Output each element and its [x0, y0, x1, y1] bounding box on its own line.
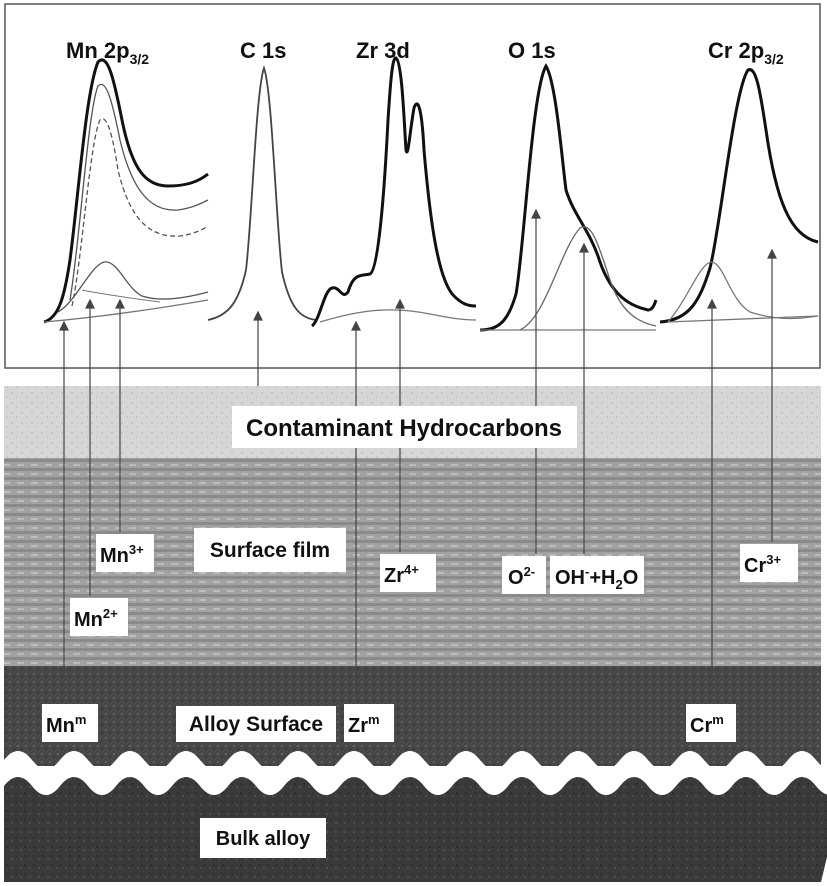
oh-label: OH-+H2O	[555, 564, 638, 592]
zr4-label-box	[380, 554, 436, 592]
cr3-label: Cr3+	[744, 552, 781, 577]
spectra-curves	[43, 56, 819, 332]
mnm-label: Mnm	[46, 712, 86, 737]
bulk-alloy-label: Bulk alloy	[216, 828, 311, 850]
mnm-label-box	[42, 704, 98, 742]
cr3-label-box	[740, 544, 798, 582]
cr-component-curve	[667, 261, 819, 323]
zrm-label-box	[344, 704, 394, 742]
alloy-surface-label: Alloy Surface	[189, 713, 323, 736]
mn3-label-box	[96, 534, 154, 572]
pointer-c-arrowhead	[253, 310, 263, 321]
mn-baseline	[43, 299, 209, 323]
pointer-mn-metal-arrowhead	[59, 320, 69, 331]
bulk-alloy-label-box	[200, 818, 326, 858]
oh-label-box	[550, 556, 644, 594]
zr-spectrum-label: Zr 3d	[356, 38, 410, 63]
mn-component-curve-3	[57, 261, 209, 313]
o1s-envelope-curve	[479, 63, 658, 332]
pointer-lines	[59, 208, 777, 702]
c1s-curve	[207, 65, 317, 321]
o2-label-box	[502, 556, 546, 594]
alloy-surface-layer	[4, 666, 821, 766]
o1s-component-curve	[519, 226, 657, 331]
pointer-cr-metal-arrowhead	[707, 298, 717, 309]
mn-envelope-curve	[43, 58, 209, 324]
zr-baseline	[319, 309, 477, 323]
pointer-zr4-arrowhead	[395, 298, 405, 309]
crm-label: Crm	[690, 712, 724, 737]
mn3-label: Mn3+	[100, 542, 144, 567]
pointer-mn3-arrowhead	[115, 298, 125, 309]
alloy-surface-label-box	[176, 706, 336, 742]
pointer-cr3-arrowhead	[767, 248, 777, 259]
crm-label-box	[686, 704, 736, 742]
surface-film-label-box	[194, 528, 346, 572]
o2-label: O2-	[508, 564, 535, 589]
contaminant-label-box	[232, 406, 577, 448]
mn2-label: Mn2+	[74, 606, 118, 631]
surface-film-label: Surface film	[210, 539, 330, 562]
mn-component-curve-2	[71, 118, 209, 307]
cr-envelope-curve	[659, 68, 819, 324]
wavy-gap	[0, 751, 827, 795]
mn-component-curve-1	[69, 83, 209, 301]
mn-spectrum-label: Mn 2p3/2	[66, 38, 149, 67]
mn2-label-box	[70, 598, 128, 636]
c-spectrum-label: C 1s	[240, 38, 286, 63]
o-spectrum-label: O 1s	[508, 38, 556, 63]
bulk-alloy-layer	[4, 777, 827, 882]
spectra-panel	[4, 3, 821, 369]
zr4-label: Zr4+	[384, 562, 419, 587]
pointer-oh-arrowhead	[579, 242, 589, 253]
cr-spectrum-label: Cr 2p3/2	[708, 38, 784, 67]
mn-spur	[81, 289, 161, 303]
cr-baseline	[667, 315, 819, 323]
contaminant-label: Contaminant Hydrocarbons	[246, 415, 562, 442]
pointer-mn2-arrowhead	[85, 298, 95, 309]
zrm-label: Zrm	[348, 712, 380, 737]
pointer-zr-metal-arrowhead	[351, 320, 361, 331]
pointer-o2-arrowhead	[531, 208, 541, 219]
zr-envelope-curve	[310, 56, 477, 328]
